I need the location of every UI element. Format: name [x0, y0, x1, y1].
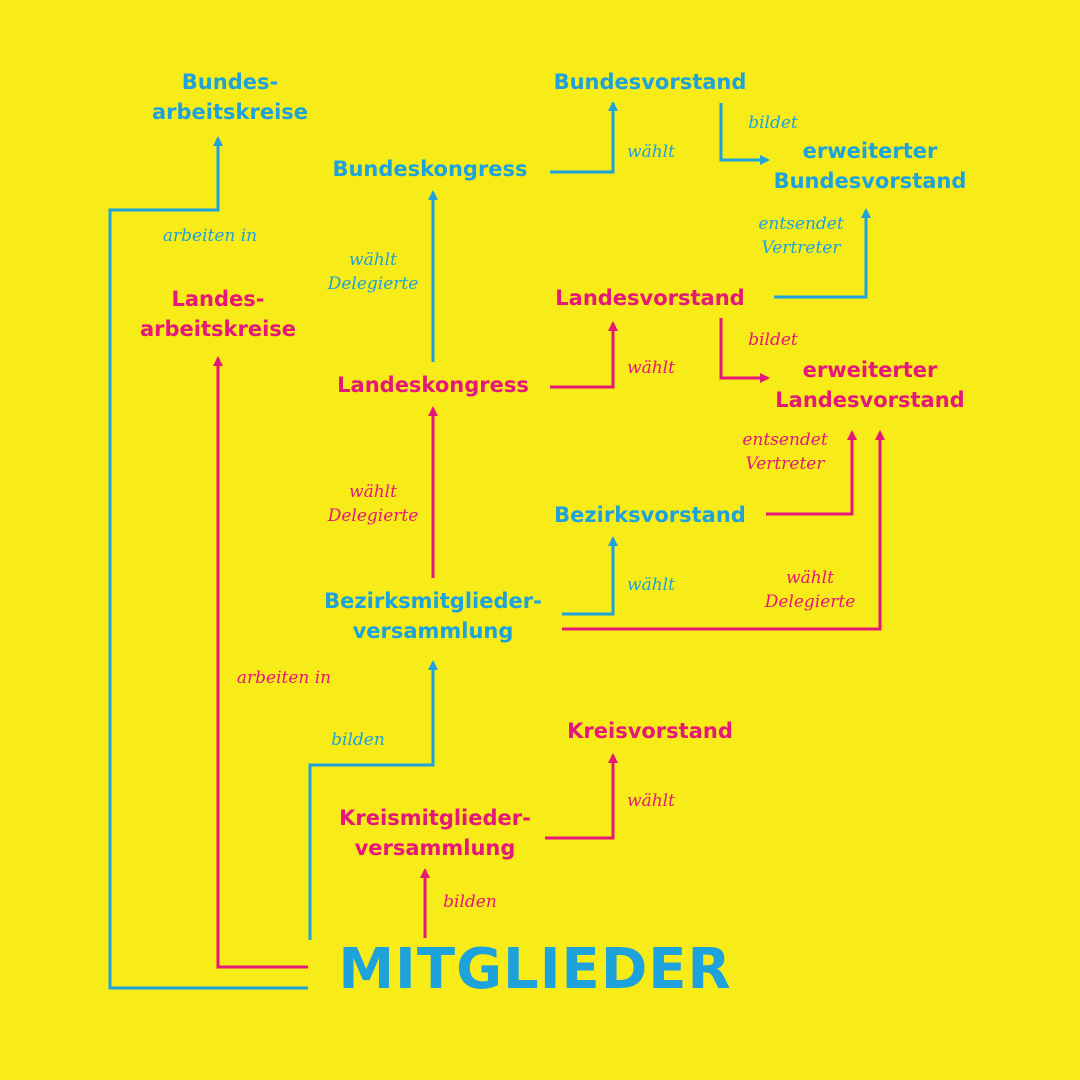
- label-ebv-entsendet-line-2: Vertreter: [761, 238, 841, 258]
- label-bv-bildet: bildet: [748, 113, 798, 133]
- node-erweiterter-landesvorstand: erweiterter Landesvorstand: [740, 355, 1000, 415]
- edge-bundeskongress-to-bundesvorstand: [550, 101, 618, 174]
- node-erweiterter-bundesvorstand: erweiterter Bundesvorstand: [740, 136, 1000, 196]
- label-elv-entsendet-line-2: Vertreter: [745, 454, 825, 474]
- node-bezirksmitgliederversammlung-line-2: versammlung: [352, 619, 514, 643]
- edge-landeskongress-to-landesvorstand: [550, 321, 618, 389]
- node-bundesvorstand: Bundesvorstand: [553, 70, 747, 94]
- node-landesarbeitskreise-line-2: arbeitskreise: [139, 317, 297, 341]
- label-bmv-waehlt-delegierte-lk-line-1: wählt: [349, 482, 397, 502]
- node-erweiterter-bundesvorstand-line-1: erweiterter: [802, 139, 938, 163]
- label-lv-bildet: bildet: [748, 330, 798, 350]
- node-bezirksvorstand: Bezirksvorstand: [554, 503, 746, 527]
- label-mitglieder-bilden-kmv: bilden: [443, 892, 497, 912]
- label-ebv-entsendet-line-1: entsendet: [758, 214, 844, 234]
- label-bmv-waehlt-delegierte-elv-line-1: wählt: [786, 568, 834, 588]
- label-lk-waehlt-delegierte-line-1: wählt: [349, 250, 397, 270]
- edge-kmv-to-kreisvorstand: [545, 753, 618, 840]
- label-elv-entsendet-line-1: entsendet: [742, 430, 828, 450]
- label-bmv-waehlt: wählt: [627, 575, 675, 595]
- edge-mitglieder-to-bezirksmitgliederversammlung: [308, 660, 438, 940]
- edge-erweiterter-landesvorstand-to-erweiterter-bundesvorstand: [774, 208, 871, 299]
- label-bmv-waehlt-delegierte-elv-line-2: Delegierte: [764, 592, 856, 612]
- edge-landesvorstand-to-erweiterter-landesvorstand: [719, 318, 770, 383]
- label-lk-waehlt-delegierte-line-2: Delegierte: [327, 274, 419, 294]
- label-lk-waehlt: wählt: [627, 358, 675, 378]
- node-erweiterter-landesvorstand-line-2: Landesvorstand: [775, 388, 965, 412]
- label-bmv-waehlt-delegierte-elv: wählt Delegierte: [752, 566, 868, 614]
- label-mitglieder-bilden-bmv: bilden: [331, 730, 385, 750]
- node-bundesarbeitskreise-line-2: arbeitskreise: [151, 100, 309, 124]
- node-bundesarbeitskreise: Bundes- arbeitskreise: [120, 67, 340, 127]
- label-lk-waehlt-delegierte: wählt Delegierte: [318, 248, 428, 296]
- node-bundeskongress: Bundeskongress: [332, 157, 528, 181]
- edge-bmv-to-bezirksvorstand: [562, 536, 618, 616]
- label-bmv-waehlt-delegierte-lk-line-2: Delegierte: [327, 506, 419, 526]
- edge-bundesvorstand-to-erweiterter-bundesvorstand: [719, 103, 770, 165]
- node-kreismitgliederversammlung-line-2: versammlung: [354, 836, 516, 860]
- label-land-arbeiten-in: arbeiten in: [236, 668, 332, 688]
- node-landesvorstand: Landesvorstand: [555, 286, 745, 310]
- node-erweiterter-landesvorstand-line-1: erweiterter: [802, 358, 938, 382]
- node-bundesarbeitskreise-line-1: Bundes-: [181, 70, 279, 94]
- node-bezirksmitgliederversammlung: Bezirksmitglieder- versammlung: [296, 586, 570, 646]
- edge-bezirksvorstand-to-erweiterter-landesvorstand: [766, 430, 857, 516]
- node-kreismitgliederversammlung-line-1: Kreismitglieder-: [339, 806, 531, 830]
- label-kmv-waehlt: wählt: [627, 791, 675, 811]
- node-landesarbeitskreise-line-1: Landes-: [171, 287, 265, 311]
- node-bezirksmitgliederversammlung-line-1: Bezirksmitglieder-: [324, 589, 542, 613]
- edge-mitglieder-to-bundesarbeitskreise: [108, 136, 308, 990]
- node-kreisvorstand: Kreisvorstand: [567, 719, 733, 743]
- node-erweiterter-bundesvorstand-line-2: Bundesvorstand: [773, 169, 967, 193]
- edge-bmv-to-erweiterter-landesvorstand: [562, 430, 885, 631]
- edge-mitglieder-to-landesarbeitskreise: [213, 356, 308, 969]
- label-ebv-entsendet: entsendet Vertreter: [740, 212, 862, 260]
- label-elv-entsendet: entsendet Vertreter: [724, 428, 846, 476]
- label-bk-waehlt: wählt: [627, 142, 675, 162]
- label-bund-arbeiten-in: arbeiten in: [162, 226, 258, 246]
- node-landeskongress: Landeskongress: [337, 373, 529, 397]
- node-kreismitgliederversammlung: Kreismitglieder- versammlung: [310, 803, 560, 863]
- label-bmv-waehlt-delegierte-lk: wählt Delegierte: [318, 480, 428, 528]
- node-landesarbeitskreise: Landes- arbeitskreise: [108, 284, 328, 344]
- node-mitglieder: MITGLIEDER: [338, 937, 732, 1002]
